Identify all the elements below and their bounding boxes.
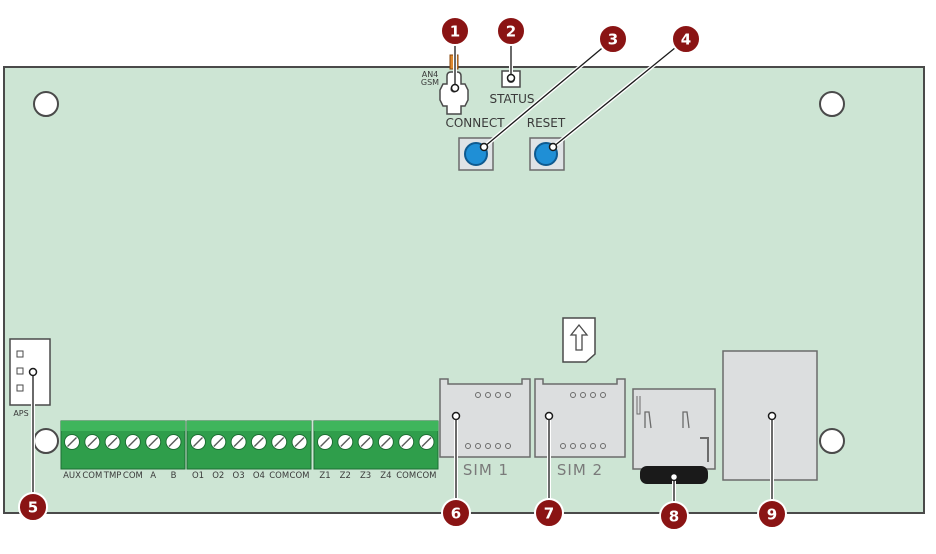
terminal-label: B	[171, 471, 177, 481]
terminal-label: O2	[212, 471, 224, 481]
callout-number: 2	[506, 23, 516, 41]
terminal-label: TMP	[103, 471, 122, 481]
terminal-label: A	[150, 471, 156, 481]
terminal-label: O1	[192, 471, 204, 481]
terminal-label: O4	[253, 471, 265, 481]
mounting-hole-top-left	[33, 91, 59, 117]
sim2-slot[interactable]	[534, 378, 626, 458]
callout-8: 8	[659, 501, 689, 531]
callout-markers: 1 2 3 4 5 6 7 8 9	[18, 16, 787, 531]
status-label: STATUS	[489, 92, 534, 106]
reset-label: RESET	[527, 116, 566, 130]
terminal-label: Z4	[380, 471, 391, 481]
callout-9: 9	[757, 499, 787, 529]
terminal-label: Z2	[340, 471, 351, 481]
callout-number: 3	[608, 31, 618, 49]
sim1-slot[interactable]	[439, 378, 531, 458]
callout-2: 2	[496, 16, 526, 46]
mounting-hole-top-right	[819, 91, 845, 117]
terminal-label: Z1	[319, 471, 330, 481]
callout-number: 5	[28, 499, 38, 517]
terminal-label: Z3	[360, 471, 371, 481]
terminal-label: COM	[269, 471, 289, 481]
sim1-label: SIM 1	[463, 461, 509, 479]
mounting-hole-bottom-right	[819, 428, 845, 454]
terminal-label: COM	[417, 471, 437, 481]
memory-card-slot[interactable]	[632, 388, 716, 484]
antenna-label-line1: AN4	[422, 70, 439, 79]
terminal-label: COM	[82, 471, 102, 481]
mounting-hole-bottom-left	[33, 428, 59, 454]
callout-5: 5	[18, 492, 48, 522]
sim-insert-arrow-icon	[562, 317, 596, 363]
callout-number: 7	[544, 505, 554, 523]
callout-7: 7	[534, 498, 564, 528]
antenna-label-line2: GSM	[421, 78, 439, 87]
callout-number: 9	[767, 506, 777, 524]
terminal-label: COM	[290, 471, 310, 481]
aps-label: APS	[13, 409, 28, 418]
callout-3: 3	[598, 24, 628, 54]
terminal-label: COM	[396, 471, 416, 481]
leader-lines-core	[32, 32, 773, 515]
callout-4: 4	[671, 24, 701, 54]
terminal-label: COM	[123, 471, 143, 481]
sim2-label: SIM 2	[557, 461, 603, 479]
terminal-label: O3	[233, 471, 245, 481]
leader-end-dots	[28, 73, 777, 482]
callout-number: 1	[450, 23, 460, 41]
callout-number: 6	[451, 505, 461, 523]
connect-label: CONNECT	[445, 116, 505, 130]
callout-number: 4	[681, 31, 691, 49]
callout-number: 8	[669, 508, 679, 526]
terminal-label: AUX	[63, 471, 81, 481]
callout-6: 6	[441, 498, 471, 528]
callout-1: 1	[440, 16, 470, 46]
